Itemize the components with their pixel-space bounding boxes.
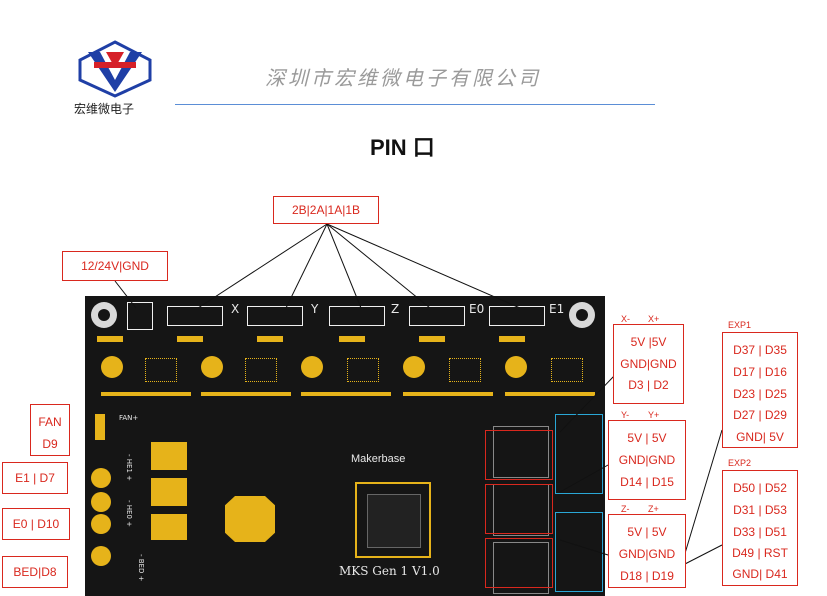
axis-label-e0: E0 — [469, 302, 485, 316]
axis-label-e1: E1 — [549, 302, 565, 316]
motor-connector-y — [247, 306, 303, 326]
fan-connector — [95, 414, 105, 440]
logo-text: 宏维微电子 — [74, 102, 135, 116]
bed-label: BED|D8 — [2, 556, 68, 588]
y-minus-label: Y- — [621, 410, 630, 420]
y-label-line-3: D14 | D15 — [620, 475, 674, 489]
exp1-row-2: D17 | D16 — [733, 365, 787, 379]
power-label: 12/24V|GND — [62, 251, 168, 281]
x-endstop-label: 5V |5V GND|GND D3 | D2 — [613, 324, 684, 404]
y-endstop-label: 5V | 5V GND|GND D14 | D15 — [608, 420, 686, 500]
motor-connector-x — [167, 306, 223, 326]
exp1-row-1: D37 | D35 — [733, 343, 787, 357]
terminal-e0 — [91, 514, 111, 534]
y-plus-label: Y+ — [648, 410, 660, 420]
x-label-line-1: 5V |5V — [630, 335, 667, 349]
fan-label-name: FAN — [38, 415, 62, 429]
endstop-header-1 — [493, 426, 549, 478]
y-label-line-2: GND|GND — [618, 453, 676, 467]
exp1-title: EXP1 — [728, 320, 752, 330]
z-plus-label: Z+ — [648, 504, 659, 514]
exp2-row-3: D33 | D51 — [733, 525, 787, 539]
board-model: MKS Gen 1 V1.0 — [339, 564, 440, 578]
exp2-title: EXP2 — [728, 458, 752, 468]
exp1-label: D37 | D35 D17 | D16 D23 | D25 D27 | D29 … — [722, 332, 798, 448]
exp2-row-5: GND| D41 — [732, 567, 788, 581]
pcb-board: X Y Z E0 E1 FAN+ - HE1 + - HE0 + - BED + — [85, 296, 605, 596]
mount-hole-left — [91, 302, 117, 328]
x-endstop-highlight — [485, 430, 553, 480]
driver-pads — [85, 296, 605, 596]
x-plus-label: X+ — [648, 314, 660, 324]
y-label-line-1: 5V | 5V — [627, 431, 667, 445]
heater-silk-he0: - HE0 + — [125, 500, 133, 527]
heater-silk-he1: - HE1 + — [125, 454, 133, 481]
motor-pin-label: 2B|2A|1A|1B — [273, 196, 379, 224]
z-label-line-1: 5V | 5V — [627, 525, 667, 539]
company-logo — [78, 40, 152, 102]
exp2-row-1: D50 | D52 — [733, 481, 787, 495]
x-label-line-3: D3 | D2 — [628, 378, 669, 392]
motor-connector-z — [329, 306, 385, 326]
header-divider — [175, 104, 655, 105]
mosfet-2 — [151, 478, 187, 506]
x-minus-label: X- — [621, 314, 630, 324]
exp2-row-2: D31 | D53 — [733, 503, 787, 517]
mount-hole-right — [569, 302, 595, 328]
fan-silk: FAN+ — [119, 414, 139, 422]
z-endstop-label: 5V | 5V GND|GND D18 | D19 — [608, 514, 686, 588]
regulator — [225, 496, 275, 542]
power-connector — [127, 302, 153, 330]
mcu-chip — [355, 482, 431, 558]
exp1-row-4: D27 | D29 — [733, 408, 787, 422]
axis-label-z: Z — [391, 302, 400, 316]
page-title: PIN 口 — [370, 135, 435, 160]
mosfet-1 — [151, 442, 187, 470]
z-label-line-2: GND|GND — [618, 547, 676, 561]
mosfet-3 — [151, 514, 187, 540]
board-brand: Makerbase — [351, 453, 406, 465]
terminal-e1 — [91, 468, 111, 488]
exp1-row-3: D23 | D25 — [733, 387, 787, 401]
exp2-label: D50 | D52 D31 | D53 D33 | D51 D49 | RST … — [722, 470, 798, 586]
z-minus-label: Z- — [621, 504, 630, 514]
fan-label-pin: D9 — [42, 437, 58, 451]
terminal-e1b — [91, 492, 111, 512]
exp1-row-5: GND| 5V — [736, 430, 784, 444]
e0-label: E0 | D10 — [2, 508, 70, 540]
exp2-row-4: D49 | RST — [732, 546, 788, 560]
e1-label: E1 | D7 — [2, 462, 68, 494]
fan-label: FAN D9 — [30, 404, 70, 456]
heater-silk-bed: - BED + — [137, 554, 145, 582]
motor-connector-e0 — [409, 306, 465, 326]
exp1-header — [555, 414, 603, 494]
terminal-bed — [91, 546, 111, 566]
z-label-line-3: D18 | D19 — [620, 569, 674, 583]
company-name: 深圳市宏维微电子有限公司 — [265, 66, 541, 90]
x-label-line-2: GND|GND — [620, 357, 677, 371]
axis-label-x: X — [231, 302, 240, 316]
axis-label-y: Y — [311, 302, 319, 316]
y-endstop-highlight — [485, 484, 553, 534]
